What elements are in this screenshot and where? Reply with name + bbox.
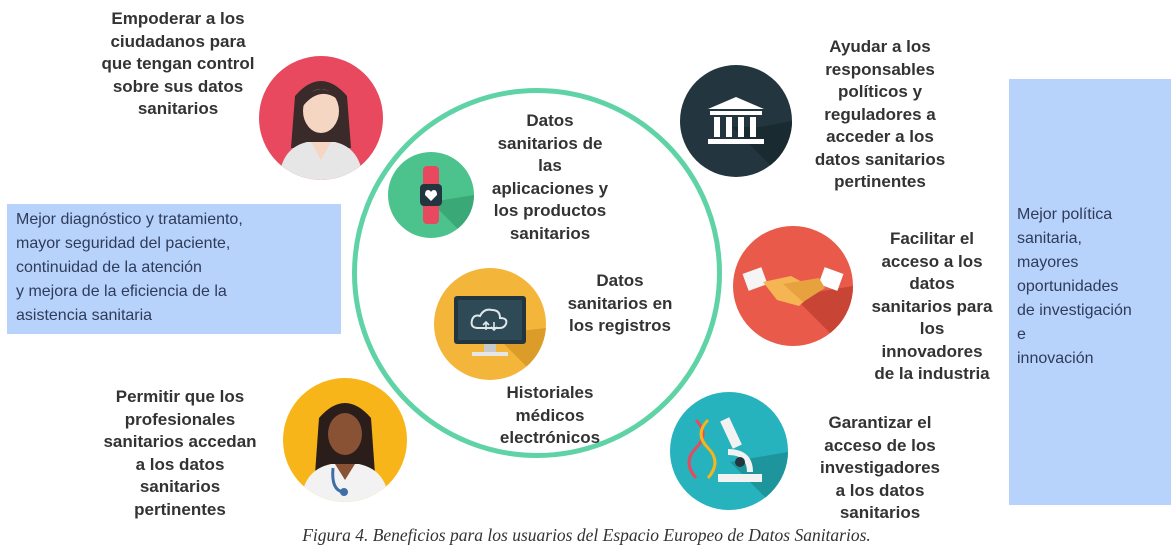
doctor-icon [283, 378, 407, 502]
outcome-box-left: Mejor diagnóstico y tratamiento, mayor s… [7, 204, 341, 334]
source-registries-label: Datos sanitarios en los registros [567, 271, 673, 335]
data-sources-ring [352, 88, 722, 458]
citizen-woman-icon [259, 56, 383, 180]
microscope-dna-icon [670, 392, 788, 510]
benefit-citizens-label: Empoderar a los ciudadanos para que teng… [101, 9, 255, 118]
benefit-professionals-label: Permitir que los profesionales sanitario… [103, 387, 257, 519]
smartwatch-icon [388, 152, 474, 238]
benefit-policy-label: Ayudar a los responsables políticos y re… [814, 37, 946, 191]
benefit-researchers-label: Garantizar el acceso de los investigador… [820, 413, 940, 522]
source-ehr-label: Historiales médicos electrónicos [499, 383, 601, 447]
figure-caption: Figura 4. Beneficios para los usuarios d… [302, 525, 871, 545]
outcome-box-right: Mejor política sanitaria, mayores oportu… [1009, 79, 1171, 505]
institution-building-icon [680, 65, 792, 177]
cloud-monitor-icon [434, 268, 546, 380]
source-apps-label: Datos sanitarios de las aplicaciones y l… [491, 111, 609, 243]
benefit-industry-label: Facilitar el acceso a los datos sanitari… [871, 229, 993, 383]
handshake-icon [733, 226, 853, 346]
